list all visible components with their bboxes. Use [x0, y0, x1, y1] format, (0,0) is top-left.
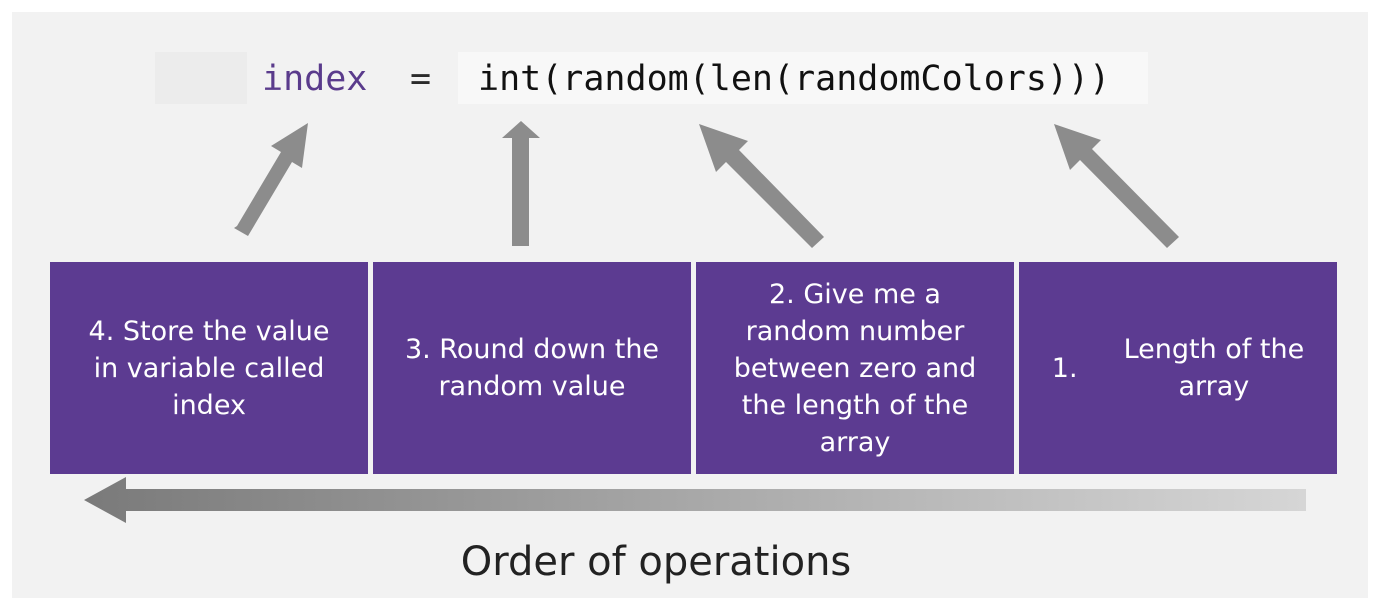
arrow-left-icon: [84, 477, 1306, 523]
code-expression: int(random(len(randomColors))): [478, 59, 1111, 99]
code-highlight-left: [155, 52, 247, 104]
arrow-up-icon: [1054, 124, 1179, 248]
arrow-up-icon: [699, 124, 824, 248]
diagram-caption: Order of operations: [460, 539, 852, 585]
step-4-box: 4. Store the value in variable called in…: [50, 262, 368, 474]
step-4-text: 4. Store the value in variable called in…: [88, 315, 330, 421]
step-3-box: 3. Round down the random value: [373, 262, 691, 474]
step-1-number: 1.: [1051, 352, 1078, 384]
code-variable: index: [262, 59, 368, 99]
arrow-up-icon: [234, 123, 308, 236]
arrow-up-icon: [502, 121, 540, 246]
code-highlight-right: [458, 52, 1148, 104]
step-1-box: 1. Length of the array: [1019, 262, 1337, 474]
code-equals: =: [410, 59, 432, 99]
step-3-text: 3. Round down the random value: [404, 334, 660, 402]
step-2-box: 2. Give me a random number between zero …: [696, 262, 1014, 474]
step-2-text: 2. Give me a random number between zero …: [733, 278, 977, 458]
step-1-text: Length of the array: [1123, 334, 1305, 402]
